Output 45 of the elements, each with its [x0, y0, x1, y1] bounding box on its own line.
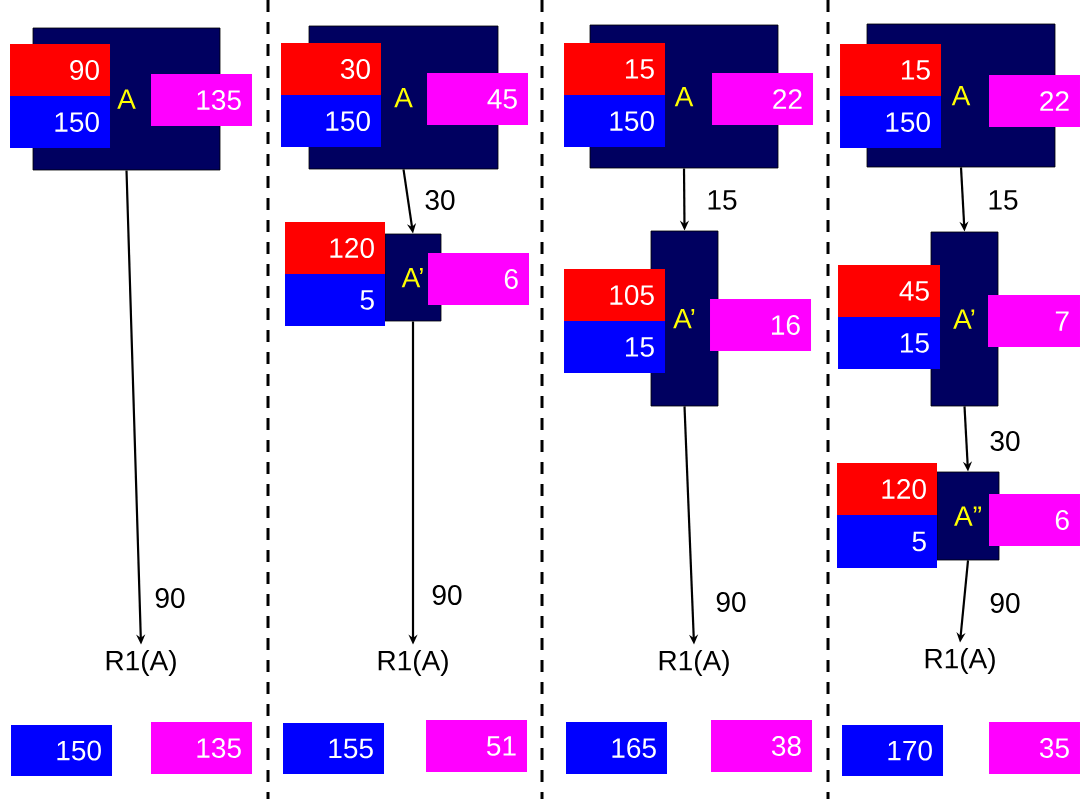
value-box: 6: [428, 253, 529, 305]
value-box: 170: [842, 725, 943, 776]
value-box: 45: [427, 73, 528, 125]
value-box: 135: [151, 722, 252, 774]
value-box: 120: [837, 463, 937, 515]
edge-label: 30: [990, 431, 1020, 451]
edge-label: 90: [990, 593, 1020, 613]
value-box: 22: [989, 75, 1080, 127]
edge-label: 90: [432, 585, 462, 605]
value-box: 51: [426, 720, 527, 772]
result-label: R1(A): [106, 649, 176, 677]
value-box: 90: [10, 44, 110, 96]
value-box: 30: [281, 43, 381, 95]
value-box: 105: [564, 269, 665, 321]
value-box: 135: [151, 74, 252, 126]
value-box: 7: [988, 295, 1080, 347]
value-box: 150: [10, 96, 110, 148]
value-box: 150: [11, 725, 112, 776]
value-box: 15: [840, 44, 941, 96]
value-box: 150: [281, 95, 381, 147]
edge-label: 90: [155, 588, 185, 608]
value-box: 165: [566, 722, 667, 774]
value-box: 15: [564, 43, 665, 95]
result-label: R1(A): [659, 649, 729, 677]
value-box: 155: [283, 723, 384, 774]
result-label: R1(A): [378, 649, 448, 677]
value-box: 120: [285, 222, 385, 274]
value-box: 6: [989, 494, 1080, 546]
edge-label: 90: [716, 592, 746, 612]
value-box: 15: [564, 321, 665, 373]
value-box: 22: [712, 73, 813, 125]
value-box: 15: [838, 317, 940, 369]
result-label: R1(A): [925, 647, 995, 675]
value-box: 45: [838, 265, 940, 317]
value-box: 16: [710, 299, 811, 351]
value-box: 150: [564, 95, 665, 147]
edge-label: 15: [989, 190, 1018, 210]
value-box: 38: [711, 720, 812, 772]
value-box: 35: [989, 722, 1080, 774]
edge-label: 30: [425, 190, 455, 210]
block-box: A”: [936, 471, 1000, 561]
edge-label: 15: [708, 190, 737, 210]
value-box: 150: [840, 96, 941, 148]
value-box: 5: [285, 274, 385, 326]
value-box: 5: [837, 515, 937, 568]
